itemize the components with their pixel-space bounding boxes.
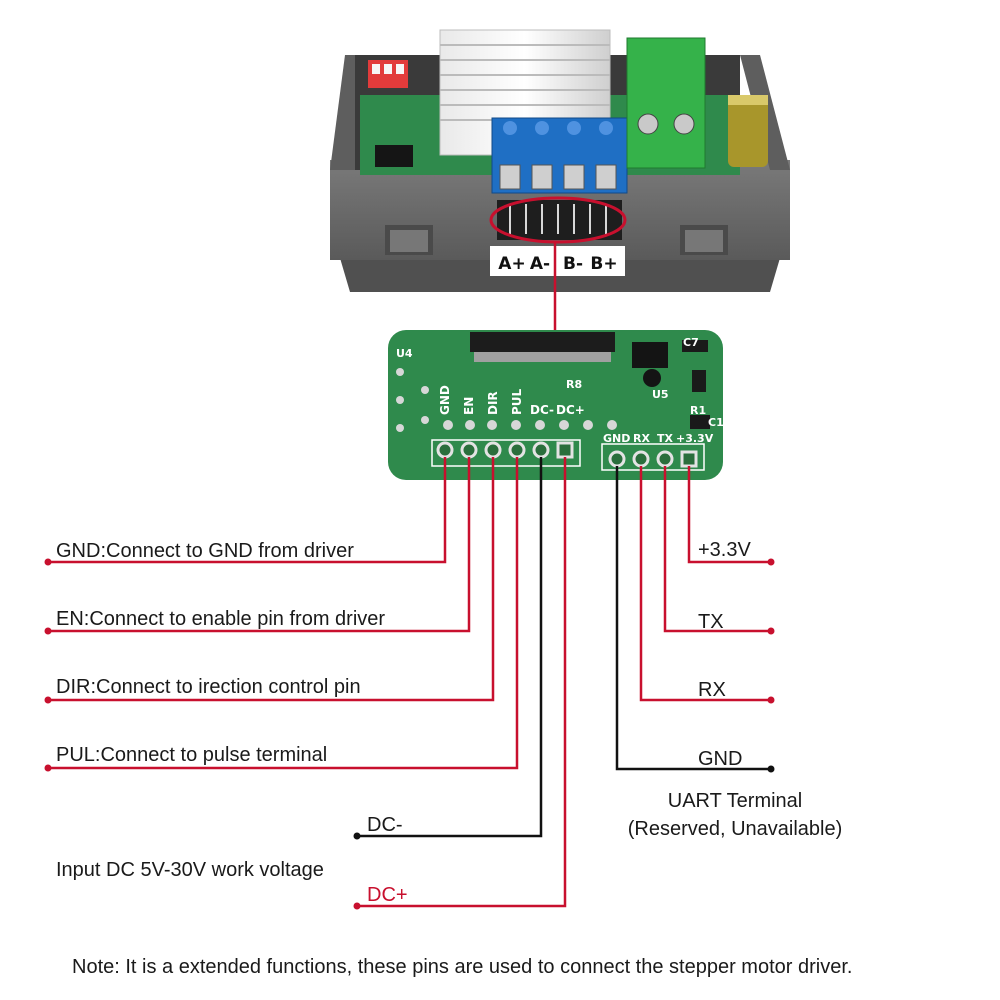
uart-caption-title: UART Terminal [667,790,803,812]
terminal-label-a-plus: A+ [498,254,525,274]
silk-pul: PUL [510,388,524,415]
wire-uart-3v3 [687,466,771,564]
wire-end-dots [44,558,775,910]
silk-u4: U4 [396,347,413,360]
blue-terminal-block [491,117,628,194]
silk-c7: C7 [683,336,699,349]
silk-c1: C1 [708,416,724,429]
wire-gnd [48,457,447,564]
silk-dc-minus: DC- [530,403,554,417]
wire-dc-plus [357,457,567,908]
silk-r8: R8 [566,378,582,391]
silk-uart-3v3: +3.3V [676,432,714,445]
silk-uart-tx: TX [657,432,674,445]
terminal-label-b-minus: B- [563,254,583,274]
label-uart-gnd: GND [698,748,743,770]
capacitor [728,95,768,167]
label-input-voltage: Input DC 5V-30V work voltage [56,859,324,881]
silk-r1: R1 [690,404,706,417]
footer-note: Note: It is a extended functions, these … [72,956,853,978]
label-dc-plus: DC+ [367,884,408,906]
module-pin-header [497,200,622,240]
silk-dir: DIR [486,391,500,415]
silk-uart-rx: RX [633,432,650,445]
wire-dir [48,457,495,702]
wire-uart-gnd [615,466,771,771]
wire-uart-rx [639,466,771,702]
label-dc-minus: DC- [367,814,403,836]
label-uart-tx: TX [698,611,724,633]
label-uart-3v3: +3.3V [698,539,751,561]
wire-uart-tx [663,466,771,633]
silk-uart-gnd: GND [603,432,630,445]
label-gnd-pin: GND:Connect to GND from driver [56,540,354,562]
uart-caption-subtitle: (Reserved, Unavailable) [627,818,843,840]
pin-header-highlight [489,196,627,244]
label-uart-rx: RX [698,679,726,701]
terminal-label-a-minus: A- [530,254,550,274]
wire-en [48,457,471,633]
silk-gnd: GND [438,385,452,415]
silk-u5: U5 [652,388,669,401]
terminal-label-b-plus: B+ [590,254,617,274]
green-terminal-block [626,37,706,169]
terminal-label-plate [490,246,625,276]
label-pul-pin: PUL:Connect to pulse terminal [56,744,328,766]
label-en-pin: EN:Connect to enable pin from driver [56,608,386,630]
wire-dc-minus [357,457,543,838]
wire-pul [48,457,519,770]
silk-dc-plus: DC+ [556,403,585,417]
label-dir-pin: DIR:Connect to irection control pin [56,676,361,698]
silk-en: EN [462,397,476,415]
